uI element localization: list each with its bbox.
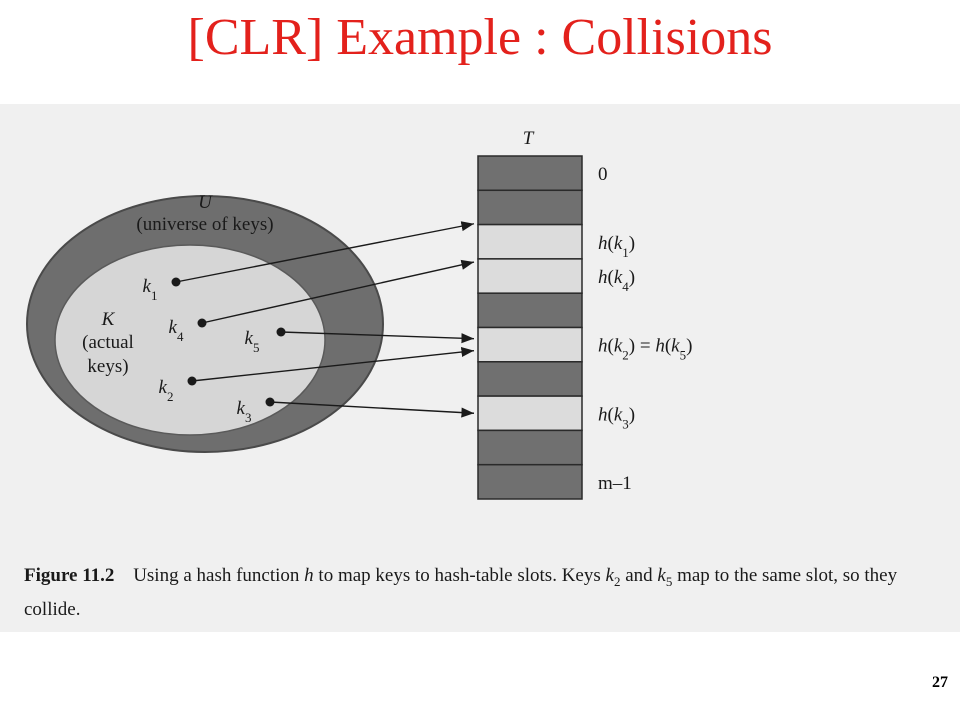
table-label: T: [523, 128, 535, 149]
slot-label: m–1: [598, 473, 632, 494]
key-dot-k5: [276, 327, 286, 337]
key-label-k5: k5: [245, 328, 260, 355]
figure-panel: U (universe of keys) K (actual keys) T 0…: [0, 104, 960, 632]
hash-diagram: U (universe of keys) K (actual keys) T 0…: [26, 128, 692, 500]
actual-keys-ellipse: [54, 244, 326, 436]
hash-arrow-k1: [175, 221, 475, 283]
caption-and: and: [625, 565, 653, 586]
page-number: 27: [932, 674, 948, 691]
caption-key-k2: k2: [605, 565, 621, 589]
table-slot: [477, 223, 583, 260]
actual-keys-symbol: K: [101, 309, 116, 330]
table-slot: [477, 258, 583, 294]
slot-label: h(k1): [598, 233, 635, 260]
caption-text-1: Using a hash function: [133, 565, 300, 586]
hash-arrow-k5: [280, 331, 475, 344]
hash-arrow-k4: [201, 259, 475, 324]
key-label-k2: k2: [159, 377, 174, 404]
slot-label: h(k3): [598, 404, 635, 431]
hash-table: [477, 155, 583, 500]
hash-arrow-k3: [269, 401, 475, 418]
slot-label: h(k2) = h(k5): [598, 336, 692, 363]
key-dot-k2: [187, 376, 197, 386]
table-slot: [477, 361, 583, 397]
table-slot: [477, 326, 583, 363]
slot-labels: 0 h(k1) h(k4) h(k2) = h(k5) h(k3) m–1: [598, 164, 692, 494]
table-slot: [477, 395, 583, 432]
table-slot: [477, 429, 583, 466]
caption-text-2: to map keys to hash-table slots. Keys: [318, 565, 601, 586]
slide-title: [CLR] Example : Collisions: [187, 9, 773, 66]
slot-label: h(k4): [598, 267, 635, 294]
figure-caption: Figure 11.2 Using a hash function h to m…: [24, 562, 944, 624]
caption-h: h: [304, 565, 314, 586]
key-label-k1: k1: [143, 276, 158, 303]
key-dot-k4: [197, 318, 207, 328]
slot-label: 0: [598, 164, 608, 185]
caption-text-3: map to the same slot, so they collide.: [24, 565, 898, 620]
caption-key-k5: k5: [657, 565, 673, 589]
actual-keys-desc-line1: (actual: [82, 332, 134, 353]
universe-symbol: U: [198, 192, 213, 213]
key-dot-k1: [171, 277, 181, 287]
actual-keys-desc-line2: keys): [87, 356, 128, 377]
keys: k1 k4 k5 k2 k3: [143, 276, 286, 425]
hash-arrow-k2: [191, 346, 475, 382]
key-label-k3: k3: [237, 398, 252, 425]
hash-arrows: [175, 221, 475, 418]
table-slot: [477, 189, 583, 226]
table-slot: [477, 155, 583, 192]
universe-description: (universe of keys): [136, 214, 273, 235]
table-slot: [477, 463, 583, 500]
key-label-k4: k4: [169, 317, 184, 344]
key-dot-k3: [265, 397, 275, 407]
table-slot: [477, 292, 583, 329]
figure-label: Figure 11.2: [24, 565, 115, 586]
